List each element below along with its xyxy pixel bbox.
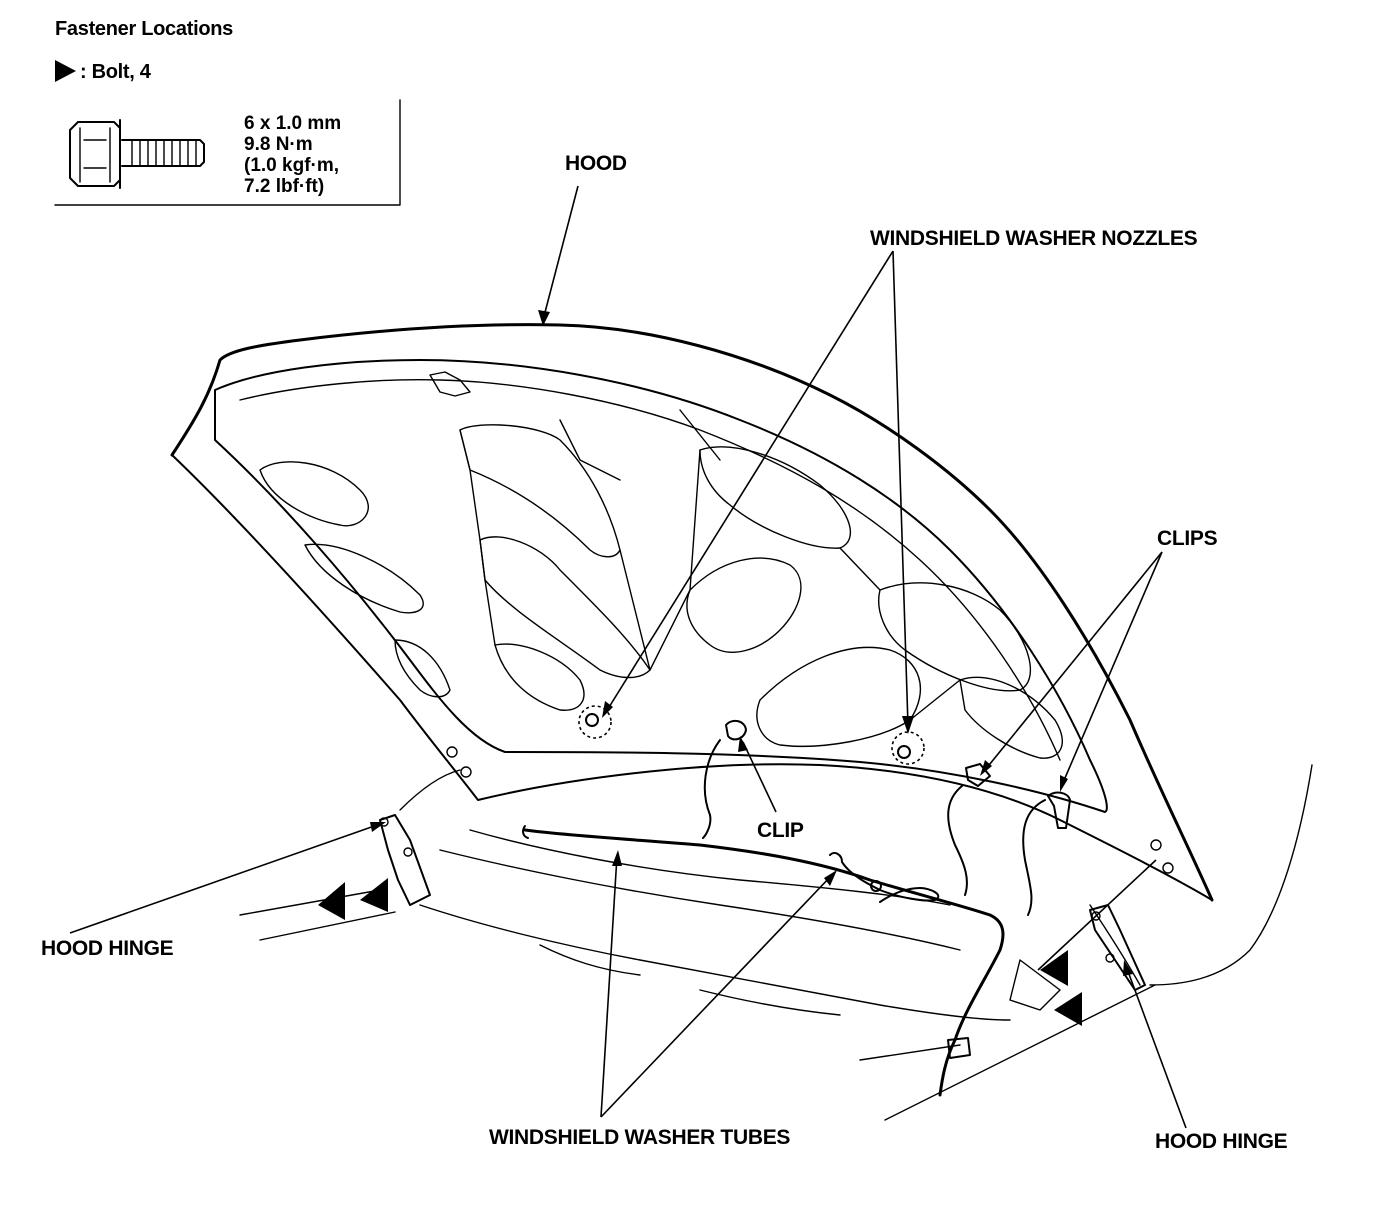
bolt-triangle-icon bbox=[1040, 950, 1068, 986]
bolt-spec-torque-lbf: 7.2 lbf·ft) bbox=[244, 176, 325, 197]
label-hood: HOOD bbox=[565, 152, 627, 175]
washer-tube-branch bbox=[829, 852, 940, 903]
clip-center bbox=[725, 719, 747, 741]
clip-right-1 bbox=[965, 763, 991, 787]
bolt-spec: 6 x 1.0 mm 9.8 N·m (1.0 kgf·m, 7.2 lbf·f… bbox=[244, 113, 341, 197]
legend-bolt-symbol-label: : Bolt, 4 bbox=[80, 61, 151, 83]
hood-hinge-right-bracket bbox=[1089, 904, 1146, 991]
bolt-illustration-icon bbox=[69, 119, 205, 189]
bolt-triangle-icon bbox=[1054, 992, 1082, 1026]
washer-tube-main bbox=[523, 828, 1005, 1097]
label-hood-hinge-right: HOOD HINGE bbox=[1155, 1130, 1288, 1153]
hood-bolt-hole bbox=[446, 746, 458, 758]
hood-inner-panels bbox=[259, 371, 1063, 759]
clip-right-2 bbox=[1047, 791, 1071, 829]
leader-lines bbox=[69, 185, 1187, 1129]
hood-hinge-left-bracket bbox=[379, 814, 431, 906]
hood-bolt-hole bbox=[1162, 862, 1174, 874]
hood-bolt-hole bbox=[460, 766, 472, 778]
hood-outline bbox=[170, 323, 1214, 902]
hood-outer-edge bbox=[171, 454, 1213, 901]
label-washer-tubes: WINDSHIELD WASHER TUBES bbox=[489, 1126, 791, 1149]
hood-inner-frame bbox=[214, 359, 1108, 813]
bolt-spec-torque-kgf: (1.0 kgf·m, bbox=[244, 155, 340, 176]
legend-box bbox=[54, 99, 401, 206]
label-washer-nozzles: WINDSHIELD WASHER NOZZLES bbox=[870, 227, 1198, 250]
bolt-triangle-icon bbox=[318, 882, 345, 920]
label-clips: CLIPS bbox=[1157, 527, 1218, 550]
hood-bolt-hole bbox=[1150, 839, 1162, 851]
bolt-triangle-icon bbox=[360, 878, 388, 912]
tube-grommet bbox=[947, 1037, 971, 1059]
vehicle-body-lines bbox=[239, 764, 1313, 1121]
label-clip: CLIP bbox=[757, 819, 804, 842]
bolt-spec-size: 6 x 1.0 mm bbox=[244, 113, 342, 134]
bolt-symbol-triangle-icon bbox=[55, 60, 76, 82]
bolt-spec-torque-nm: 9.8 N·m bbox=[244, 134, 313, 155]
washer-nozzle-left bbox=[578, 705, 612, 739]
legend-title: Fastener Locations bbox=[55, 18, 233, 40]
washer-tube-to-clip bbox=[702, 739, 721, 839]
label-hood-hinge-left: HOOD HINGE bbox=[41, 937, 174, 960]
